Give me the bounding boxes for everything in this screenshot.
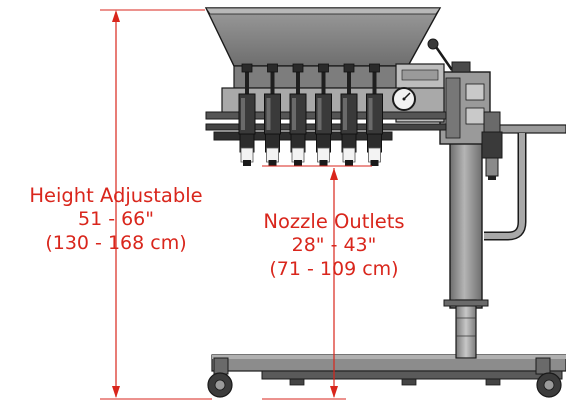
height-arrow-top-icon [112, 10, 120, 22]
filter-regulator [481, 111, 503, 180]
pressure-gauge-icon [392, 87, 416, 111]
caster-wheel-icon [535, 357, 562, 398]
column-head [439, 71, 491, 145]
nozzle [264, 63, 281, 166]
height-arrow-bottom-icon [112, 386, 120, 398]
nozzle [238, 63, 256, 166]
height-column [443, 139, 489, 359]
height-label: Height Adjustable [29, 184, 203, 207]
crank-handle [427, 38, 471, 73]
caster-wheel-icon [207, 357, 233, 398]
nozzle [289, 63, 307, 166]
nozzle-range-inches: 28" - 43" [291, 234, 377, 256]
base-frame [211, 354, 566, 386]
nozzle-bank [238, 63, 383, 166]
height-range-inches: 51 - 66" [77, 208, 155, 230]
nozzle-outlets-label: Nozzle Outlets [263, 210, 405, 233]
dimension-lines [100, 9, 372, 400]
nozzle-range-cm: (71 - 109 cm) [269, 258, 399, 280]
nozzle [340, 63, 358, 166]
nozzle-arrow-bottom-icon [330, 386, 338, 398]
height-range-cm: (130 - 168 cm) [45, 232, 187, 254]
nozzle [366, 63, 383, 166]
nozzle-arrow-top-icon [330, 168, 338, 180]
nozzle [315, 63, 332, 166]
